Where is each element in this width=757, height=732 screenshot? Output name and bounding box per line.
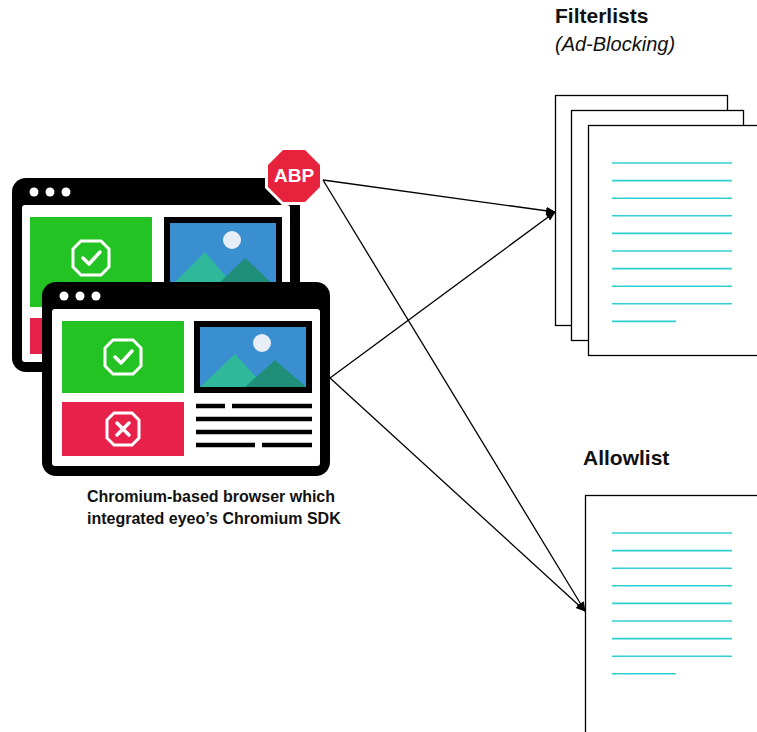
badge-label: ABP <box>265 147 323 205</box>
arrow-connector <box>323 180 585 611</box>
text-line <box>612 620 732 622</box>
text-line <box>612 215 732 217</box>
text-line <box>612 567 732 569</box>
arrow-connector <box>330 378 585 611</box>
abp-badge <box>265 147 323 205</box>
text-line <box>612 673 676 675</box>
text-line <box>612 197 732 199</box>
node-subheading: (Ad-Blocking) <box>555 33 675 56</box>
text-line <box>612 655 732 657</box>
node-heading: Filterlists <box>555 4 648 28</box>
text-line <box>612 321 676 323</box>
node-heading: Chromium-based browser which integrated … <box>87 486 349 530</box>
document-pages <box>556 96 757 732</box>
text-line <box>612 585 732 587</box>
arrow-connector <box>323 180 555 212</box>
text-line <box>612 233 732 235</box>
text-line <box>612 250 732 252</box>
allowlist-document: Allowlist <box>585 446 757 732</box>
browser-illustration: Chromium-based browser which integrated … <box>12 178 330 476</box>
text-line <box>612 638 732 640</box>
node-heading: Allowlist <box>583 446 669 470</box>
text-line <box>612 285 732 287</box>
text-line <box>612 532 732 534</box>
text-line <box>612 303 732 305</box>
text-line <box>612 268 732 270</box>
arrow-connector <box>330 212 555 378</box>
filterlist-documents: Filterlists (Ad-Blocking) <box>555 0 757 356</box>
text-line <box>612 162 732 164</box>
browser-window-front <box>42 282 330 476</box>
text-line <box>612 603 732 605</box>
text-line <box>612 550 732 552</box>
text-line <box>612 180 732 182</box>
abp-badge: ABP <box>265 147 323 205</box>
